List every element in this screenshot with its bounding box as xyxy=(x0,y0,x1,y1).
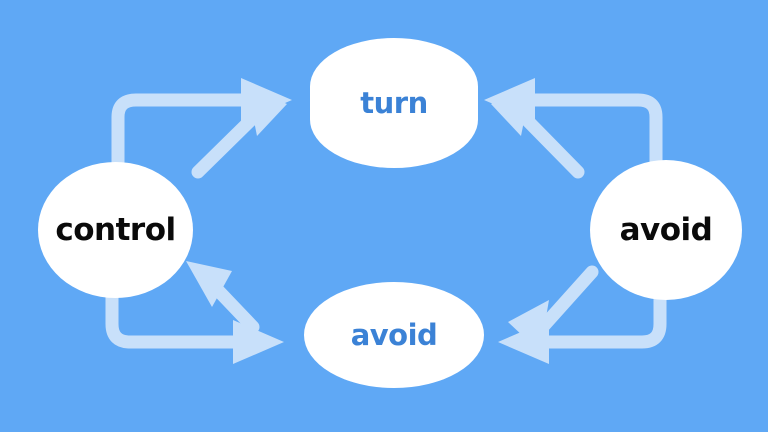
connector-avoid-to-control-diagonal xyxy=(186,261,260,334)
connector-avoid-right-to-avoid-diagonal xyxy=(508,265,599,352)
node-control-label: control xyxy=(55,211,176,248)
node-avoid-bottom-label: avoid xyxy=(350,317,438,352)
arrowhead-icon xyxy=(247,86,287,136)
connector-path xyxy=(111,93,253,185)
connector-path xyxy=(191,109,262,179)
arrowhead-icon xyxy=(508,300,549,352)
connector-avoid-right-to-turn-diagonal xyxy=(491,86,585,179)
node-turn[interactable]: turn xyxy=(310,38,478,168)
connector-control-to-turn-diagonal xyxy=(191,86,287,179)
connector-control-to-avoid-elbow xyxy=(105,277,284,364)
arrowhead-icon xyxy=(233,320,284,364)
connector-path xyxy=(533,265,599,337)
node-avoid-bottom[interactable]: avoid xyxy=(304,282,484,388)
node-avoid-right[interactable]: avoid xyxy=(590,160,742,300)
connector-path xyxy=(537,281,667,349)
node-turn-label: turn xyxy=(360,85,428,120)
arrowhead-icon xyxy=(186,261,232,307)
connector-path xyxy=(105,277,245,349)
node-control[interactable]: control xyxy=(38,162,193,298)
arrowhead-icon xyxy=(491,86,531,136)
connector-path xyxy=(523,93,663,183)
connector-path xyxy=(516,109,585,179)
node-avoid-right-label: avoid xyxy=(619,211,713,248)
